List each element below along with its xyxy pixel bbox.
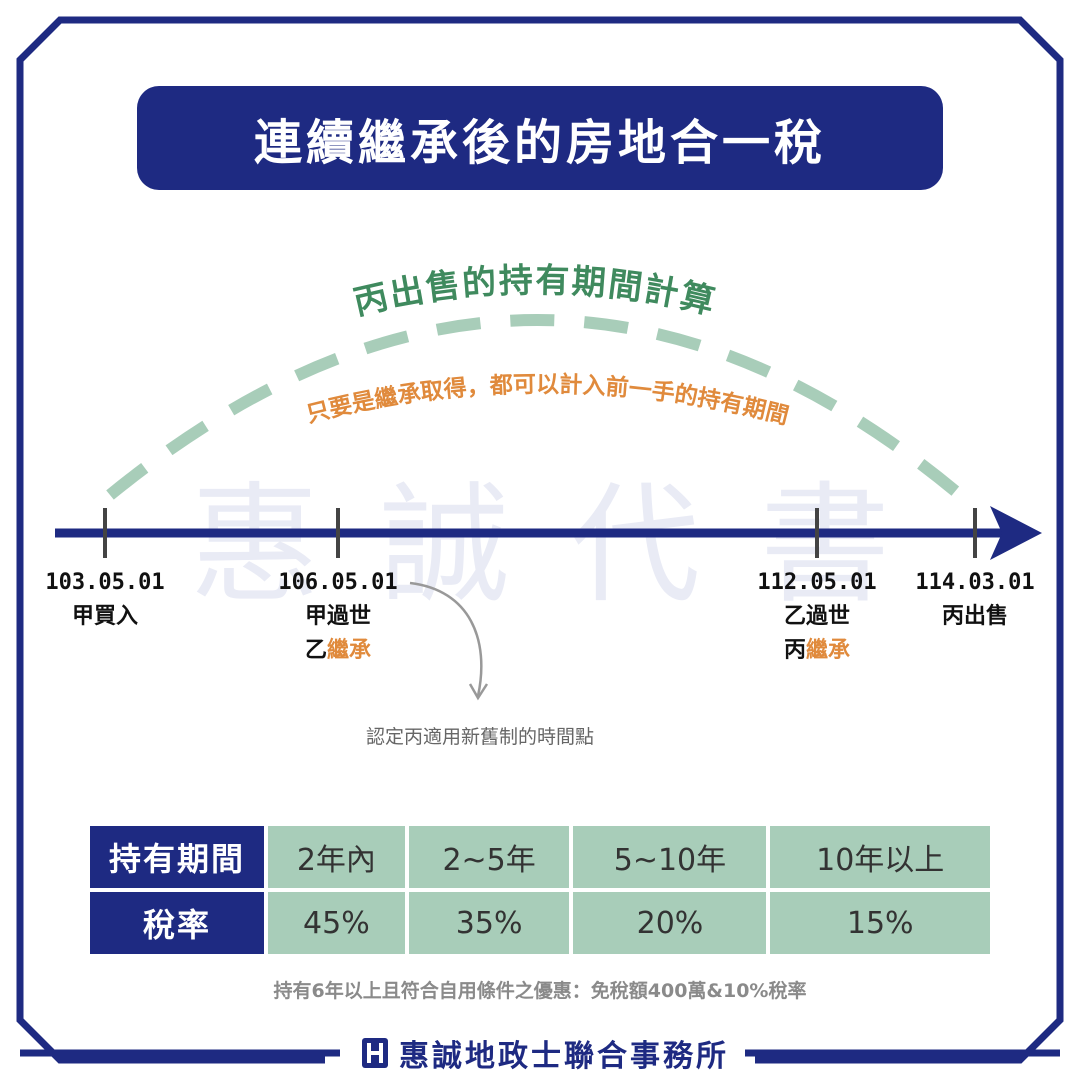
event-date: 112.05.01 [757, 570, 877, 595]
event-label: 乙過世 [783, 604, 850, 629]
arc-heading: 丙出售的持有期間計算 [350, 261, 720, 324]
page-title: 連續繼承後的房地合一稅 [137, 86, 943, 190]
rate-cell: 45% [268, 892, 405, 954]
note-arrowhead [468, 683, 489, 701]
table-row: 持有期間 2年內 2~5年 5~10年 10年以上 [90, 826, 990, 888]
brand-logo-icon [362, 1038, 388, 1068]
event-label: 丙出售 [941, 604, 1008, 629]
timeline-event: 106.05.01 甲過世乙繼承 [258, 566, 418, 668]
row-header-rate: 稅率 [90, 892, 264, 954]
inherit-word: 繼承 [327, 638, 372, 663]
event-date: 103.05.01 [45, 570, 165, 595]
period-cell: 2~5年 [408, 826, 570, 888]
rate-cell: 20% [573, 892, 767, 954]
footnote: 持有6年以上且符合自用條件之優惠：免稅額400萬&10%稅率 [273, 980, 807, 1002]
event-date: 114.03.01 [915, 570, 1035, 595]
rate-cell: 15% [770, 892, 990, 954]
heir-name: 丙 [783, 638, 806, 663]
brand-footer: 惠誠地政士聯合事務所 [345, 1028, 745, 1078]
event-inheritance: 丙繼承 [737, 634, 897, 668]
period-cell: 10年以上 [770, 826, 990, 888]
rate-table: 持有期間 2年內 2~5年 5~10年 10年以上 稅率 45% 35% 20%… [86, 822, 994, 958]
note-text: 認定丙適用新舊制的時間點 [365, 726, 594, 748]
table-row: 稅率 45% 35% 20% 15% [90, 892, 990, 954]
timeline-event: 114.03.01 丙出售 [895, 566, 1055, 634]
event-label: 甲買入 [71, 604, 138, 629]
watermark: 惠誠代書 [190, 469, 951, 621]
period-cell: 5~10年 [573, 826, 767, 888]
event-date: 106.05.01 [278, 570, 398, 595]
brand-name: 惠誠地政士聯合事務所 [399, 1039, 729, 1074]
dashed-arc [106, 314, 964, 500]
event-label: 甲過世 [304, 604, 371, 629]
rate-cell: 35% [408, 892, 570, 954]
row-header-period: 持有期間 [90, 826, 264, 888]
timeline-event: 103.05.01 甲買入 [25, 566, 185, 634]
event-inheritance: 乙繼承 [258, 634, 418, 668]
inherit-word: 繼承 [806, 638, 851, 663]
heir-name: 乙 [304, 638, 327, 663]
note-arrow [409, 581, 483, 697]
arc-subheading: 只要是繼承取得，都可以計入前一手的持有期間 [304, 371, 791, 430]
timeline-event: 112.05.01 乙過世丙繼承 [737, 566, 897, 668]
period-cell: 2年內 [268, 826, 405, 888]
timeline-arrowhead [990, 506, 1042, 560]
